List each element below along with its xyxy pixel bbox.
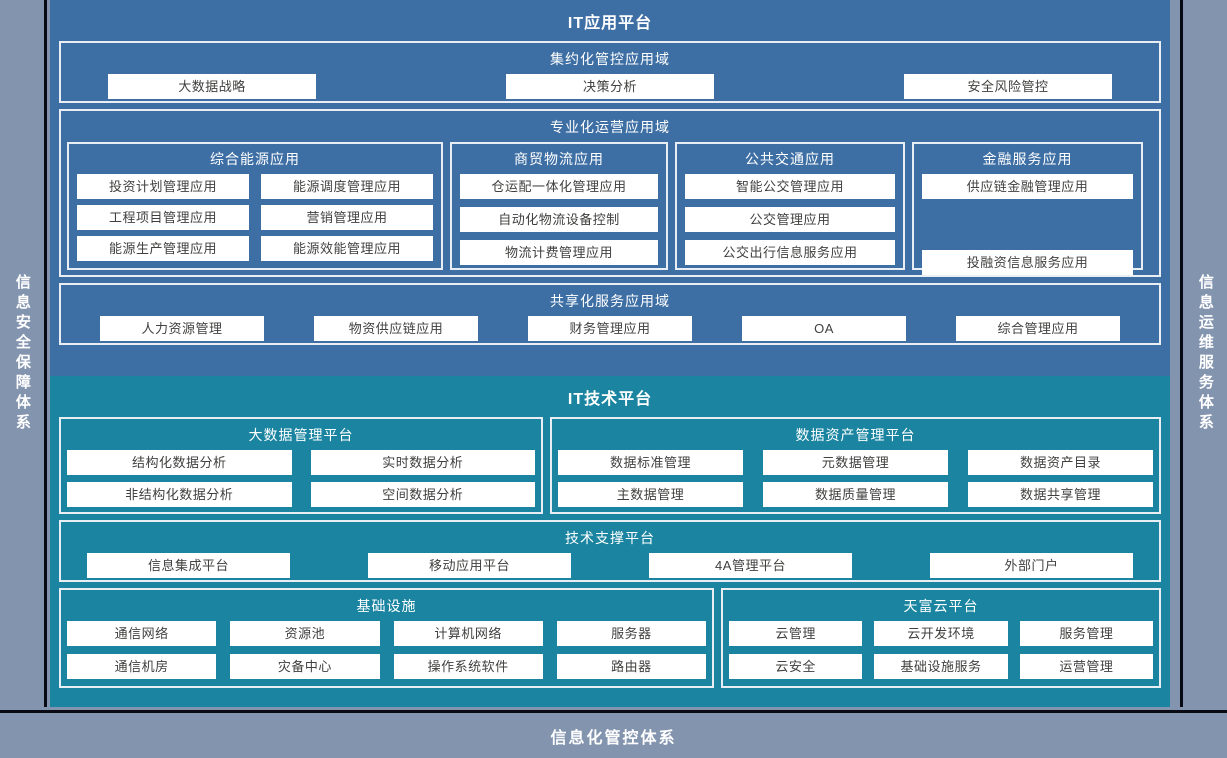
app-item-chip[interactable]: 智能公交管理应用: [685, 174, 895, 199]
it-application-platform: IT应用平台 集约化管控应用域 大数据战略 决策分析 安全风险管控 专业化运营应…: [50, 0, 1170, 376]
tech-item-chip[interactable]: 服务器: [556, 621, 706, 646]
platform-stack: IT应用平台 集约化管控应用域 大数据战略 决策分析 安全风险管控 专业化运营应…: [50, 0, 1170, 707]
tech-item-chip[interactable]: 通信网络: [67, 621, 217, 646]
domain-title: 共享化服务应用域: [550, 293, 670, 309]
app-item-chip[interactable]: 投融资信息服务应用: [922, 250, 1133, 275]
app-item-chip[interactable]: 自动化物流设备控制: [460, 207, 658, 232]
tech-item-chip[interactable]: 主数据管理: [558, 482, 743, 507]
tech-item-chip[interactable]: 实时数据分析: [310, 450, 535, 475]
group-infrastructure: 基础设施 通信网络 资源池 计算机网络 服务器 通信机房 灾备中心 操作系统软件…: [59, 588, 714, 688]
right-band-label: 信息运维服务体系: [1196, 273, 1214, 434]
group-tianfu-cloud-platform: 天富云平台 云管理 云开发环境 服务管理 云安全 基础设施服务 运营管理: [721, 588, 1161, 688]
group-bigdata-management-platform: 大数据管理平台 结构化数据分析 实时数据分析 非结构化数据分析 空间数据分析: [59, 417, 543, 514]
app-platform-title: IT应用平台: [567, 15, 653, 32]
app-item-chip[interactable]: 营销管理应用: [261, 205, 433, 230]
left-vertical-band: 信息安全保障体系: [0, 0, 47, 707]
app-item-chip[interactable]: OA: [742, 316, 906, 341]
app-item-chip[interactable]: 大数据战略: [108, 74, 316, 99]
app-item-chip[interactable]: 决策分析: [506, 74, 714, 99]
subgroup-title: 公共交通应用: [745, 151, 835, 167]
app-item-chip[interactable]: 能源生产管理应用: [77, 236, 249, 261]
group-items: 云管理 云开发环境 服务管理 云安全 基础设施服务 运营管理: [729, 621, 1153, 679]
right-vertical-band: 信息运维服务体系: [1180, 0, 1227, 707]
tech-item-chip[interactable]: 云管理: [729, 621, 863, 646]
it-technology-platform: IT技术平台 大数据管理平台 结构化数据分析 实时数据分析 非结构化数据分析 空…: [50, 376, 1170, 707]
app-item-chip[interactable]: 人力资源管理: [100, 316, 264, 341]
tech-item-chip[interactable]: 数据标准管理: [558, 450, 743, 475]
domain-title: 集约化管控应用域: [550, 51, 670, 67]
app-item-chip[interactable]: 物流计费管理应用: [460, 240, 658, 265]
subgroup-title: 商贸物流应用: [514, 151, 604, 167]
bottom-bar-label: 信息化管控体系: [550, 729, 677, 747]
subgroup-items: 投资计划管理应用 能源调度管理应用 工程项目管理应用 营销管理应用 能源生产管理…: [77, 174, 433, 261]
domain-group-columns: 综合能源应用 投资计划管理应用 能源调度管理应用 工程项目管理应用 营销管理应用…: [67, 142, 1153, 275]
tech-item-chip[interactable]: 移动应用平台: [368, 553, 571, 578]
subgroup-trade-logistics: 商贸物流应用 仓运配一体化管理应用 自动化物流设备控制 物流计费管理应用: [450, 142, 668, 270]
tech-item-chip[interactable]: 计算机网络: [393, 621, 543, 646]
domain-item-row: 大数据战略 决策分析 安全风险管控: [67, 74, 1153, 99]
tech-item-chip[interactable]: 运营管理: [1019, 654, 1153, 679]
subgroup-title: 综合能源应用: [210, 151, 300, 167]
domain-item-row: 人力资源管理 物资供应链应用 财务管理应用 OA 综合管理应用: [67, 316, 1153, 341]
tech-item-chip[interactable]: 外部门户: [930, 553, 1133, 578]
tech-item-chip[interactable]: 资源池: [230, 621, 380, 646]
app-item-chip[interactable]: 能源效能管理应用: [261, 236, 433, 261]
tech-item-chip[interactable]: 通信机房: [67, 654, 217, 679]
domain-title: 专业化运营应用域: [550, 119, 670, 135]
tech-item-chip[interactable]: 结构化数据分析: [67, 450, 292, 475]
tech-item-chip[interactable]: 非结构化数据分析: [67, 482, 292, 507]
subgroup-financial-services: 金融服务应用 供应链金融管理应用 投融资信息服务应用: [912, 142, 1143, 275]
app-item-chip[interactable]: 公交管理应用: [685, 207, 895, 232]
subgroup-items: 仓运配一体化管理应用 自动化物流设备控制 物流计费管理应用: [460, 174, 658, 265]
app-item-chip[interactable]: 安全风险管控: [904, 74, 1112, 99]
bottom-governance-bar: 信息化管控体系: [0, 710, 1227, 758]
tech-item-chip[interactable]: 操作系统软件: [393, 654, 543, 679]
group-technical-support-platform: 技术支撑平台 信息集成平台 移动应用平台 4A管理平台 外部门户: [59, 520, 1161, 582]
app-item-chip[interactable]: 财务管理应用: [528, 316, 692, 341]
group-data-asset-management-platform: 数据资产管理平台 数据标准管理 元数据管理 数据资产目录 主数据管理 数据质量管…: [550, 417, 1161, 514]
app-item-chip[interactable]: 仓运配一体化管理应用: [460, 174, 658, 199]
tech-item-chip[interactable]: 路由器: [556, 654, 706, 679]
group-title: 基础设施: [356, 598, 417, 614]
tech-item-chip[interactable]: 灾备中心: [230, 654, 380, 679]
app-item-chip[interactable]: 综合管理应用: [956, 316, 1120, 341]
subgroup-items: 智能公交管理应用 公交管理应用 公交出行信息服务应用: [685, 174, 895, 265]
tech-item-chip[interactable]: 服务管理: [1019, 621, 1153, 646]
tech-top-row: 大数据管理平台 结构化数据分析 实时数据分析 非结构化数据分析 空间数据分析 数…: [59, 417, 1161, 514]
domain-intensive-control: 集约化管控应用域 大数据战略 决策分析 安全风险管控: [59, 41, 1161, 103]
domain-shared-services: 共享化服务应用域 人力资源管理 物资供应链应用 财务管理应用 OA 综合管理应用: [59, 283, 1161, 345]
group-items: 结构化数据分析 实时数据分析 非结构化数据分析 空间数据分析: [67, 450, 535, 507]
domain-professional-operations: 专业化运营应用域 综合能源应用 投资计划管理应用 能源调度管理应用 工程项目管理…: [59, 109, 1161, 277]
group-title: 大数据管理平台: [248, 427, 354, 443]
app-item-chip[interactable]: 公交出行信息服务应用: [685, 240, 895, 265]
tech-item-chip[interactable]: 信息集成平台: [87, 553, 290, 578]
group-items: 数据标准管理 元数据管理 数据资产目录 主数据管理 数据质量管理 数据共享管理: [558, 450, 1153, 507]
tech-item-chip[interactable]: 云开发环境: [874, 621, 1008, 646]
subgroup-public-transport: 公共交通应用 智能公交管理应用 公交管理应用 公交出行信息服务应用: [675, 142, 905, 270]
tech-item-chip[interactable]: 数据共享管理: [968, 482, 1153, 507]
tech-item-chip[interactable]: 数据质量管理: [763, 482, 948, 507]
app-item-chip[interactable]: 工程项目管理应用: [77, 205, 249, 230]
tech-item-chip[interactable]: 基础设施服务: [874, 654, 1008, 679]
tech-item-chip[interactable]: 数据资产目录: [968, 450, 1153, 475]
app-item-chip[interactable]: 物资供应链应用: [314, 316, 478, 341]
group-items: 通信网络 资源池 计算机网络 服务器 通信机房 灾备中心 操作系统软件 路由器: [67, 621, 706, 679]
tech-item-chip[interactable]: 空间数据分析: [310, 482, 535, 507]
tech-item-chip[interactable]: 4A管理平台: [649, 553, 852, 578]
subgroup-title: 金融服务应用: [982, 151, 1073, 167]
tech-platform-title: IT技术平台: [567, 391, 653, 408]
group-items: 信息集成平台 移动应用平台 4A管理平台 外部门户: [67, 553, 1153, 578]
subgroup-integrated-energy: 综合能源应用 投资计划管理应用 能源调度管理应用 工程项目管理应用 营销管理应用…: [67, 142, 443, 270]
group-title: 数据资产管理平台: [795, 427, 916, 443]
tech-bottom-row: 基础设施 通信网络 资源池 计算机网络 服务器 通信机房 灾备中心 操作系统软件…: [59, 588, 1161, 688]
subgroup-items: 供应链金融管理应用 投融资信息服务应用: [922, 174, 1133, 275]
group-title: 技术支撑平台: [565, 530, 655, 546]
app-item-chip[interactable]: 供应链金融管理应用: [922, 174, 1133, 199]
tech-item-chip[interactable]: 元数据管理: [763, 450, 948, 475]
left-band-label: 信息安全保障体系: [13, 273, 31, 434]
app-item-chip[interactable]: 投资计划管理应用: [77, 174, 249, 199]
group-title: 天富云平台: [903, 598, 979, 614]
tech-item-chip[interactable]: 云安全: [729, 654, 863, 679]
app-item-chip[interactable]: 能源调度管理应用: [261, 174, 433, 199]
